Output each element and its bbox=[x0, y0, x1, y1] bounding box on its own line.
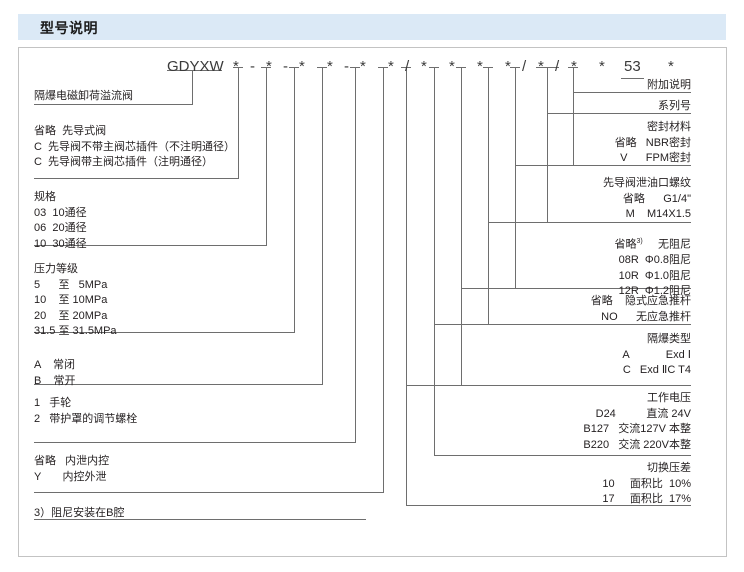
adjustment-type-line-1: 2 带护罩的调节螺栓 bbox=[34, 412, 138, 425]
code-token-15: * bbox=[538, 58, 544, 75]
footnote-marker: 3) bbox=[636, 238, 643, 245]
working-voltage-line-3: B220 交流 220V本整 bbox=[583, 438, 691, 451]
explosion-proof-type-line-2: C Exd ⅡC T4 bbox=[622, 364, 691, 376]
code-token-9: / bbox=[405, 58, 410, 75]
pilot-drain-port-thread-line-2: M M14X1.5 bbox=[625, 208, 691, 220]
seal-material-line-1: 省略 NBR密封 bbox=[614, 136, 691, 149]
specification-line-3: 10 30通径 bbox=[34, 237, 87, 250]
label-block-normal-state: A 常闭 B 常开 bbox=[34, 358, 76, 389]
damping-orifice-line-2: 10R Φ1.0阻尼 bbox=[618, 269, 691, 282]
product-name-line-0: 隔爆电磁卸荷溢流阀 bbox=[34, 90, 133, 102]
footnote: 3）阻尼安装在B腔 bbox=[34, 507, 125, 519]
code-token-17: * bbox=[571, 58, 577, 75]
code-token-11: * bbox=[449, 58, 455, 75]
drain-control-line-1: Y 内控外泄 bbox=[34, 470, 107, 483]
code-token-19: 53 bbox=[624, 58, 641, 75]
label-block-emergency-push-rod: 省略 隐式应急推杆 NO 无应急推杆 bbox=[400, 294, 691, 325]
label-block-seal-material: 密封材料省略 NBR密封 V FPM密封 bbox=[400, 120, 691, 167]
explosion-proof-type-line-0: 隔爆类型 bbox=[647, 333, 691, 345]
working-voltage-line-1: D24 直流 24V bbox=[595, 407, 691, 420]
code-token-3: - bbox=[283, 58, 288, 75]
damping-orifice-line-0: 省略3) 无阻尼 bbox=[614, 238, 691, 251]
code-token-6: - bbox=[344, 58, 349, 75]
code-token-14: / bbox=[522, 58, 527, 75]
damping-orifice-line-1: 08R Φ0.8阻尼 bbox=[618, 254, 691, 267]
pressure-rating-line-4: 31.5 至 31.5MPa bbox=[34, 325, 117, 337]
label-block-pressure-rating: 压力等级 5 至 5MPa 10 至 10MPa 20 至 20MPa 31.5 至 3… bbox=[34, 262, 117, 340]
additional-note-line-0: 附加说明 bbox=[647, 79, 691, 91]
label-block-specification: 规格 03 10通径 06 20通径 10 30通径 bbox=[34, 190, 87, 252]
normal-state-line-1: B 常开 bbox=[34, 374, 76, 387]
code-token-7: * bbox=[360, 58, 366, 75]
label-block-drain-control: 省略 内泄内控 Y 内控外泄 bbox=[34, 454, 109, 485]
pressure-rating-line-0: 压力等级 bbox=[34, 263, 78, 275]
drain-control-line-0: 省略 内泄内控 bbox=[34, 455, 110, 467]
switching-pressure-differential-line-2: 17 面积比 17% bbox=[602, 493, 691, 505]
label-block-adjustment-type: 1 手轮 2 带护罩的调节螺栓 bbox=[34, 396, 137, 427]
label-block-explosion-proof-type: 隔爆类型 A Exd Ⅰ C Exd ⅡC T4 bbox=[400, 332, 691, 379]
working-voltage-line-2: B127 交流127V 本整 bbox=[583, 423, 691, 435]
code-token-18: * bbox=[599, 58, 605, 75]
code-token-4: * bbox=[299, 58, 305, 75]
code-token-8: * bbox=[388, 58, 394, 75]
label-block-switching-pressure-differential: 切换压差 10 面积比 10% 17 面积比 17% bbox=[400, 461, 691, 508]
pilot-type-line-1: C 先导阀不带主阀芯插件（不注明通径） bbox=[34, 140, 236, 153]
code-token-5: * bbox=[327, 58, 333, 75]
page-title: 型号说明 bbox=[40, 20, 98, 36]
code-token-2: * bbox=[266, 58, 272, 75]
label-block-pilot-drain-port-thread: 先导阀泄油口螺纹省略 G1/4" M M14X1.5 bbox=[400, 176, 691, 223]
pressure-rating-line-1: 5 至 5MPa bbox=[34, 278, 108, 291]
code-token-12: * bbox=[477, 58, 483, 75]
label-block-working-voltage: 工作电压 D24 直流 24V B127 交流127V 本整 B220 交流 220V… bbox=[400, 391, 691, 453]
series-number-underline bbox=[621, 78, 644, 79]
code-token-10: * bbox=[421, 58, 427, 75]
pressure-rating-line-2: 10 至 10MPa bbox=[34, 294, 108, 306]
switching-pressure-differential-line-0: 切换压差 bbox=[647, 462, 691, 474]
switching-pressure-differential-line-1: 10 面积比 10% bbox=[602, 477, 691, 490]
pilot-type-line-0: 省略 先导式阀 bbox=[34, 125, 107, 137]
pressure-rating-line-3: 20 至 20MPa bbox=[34, 309, 108, 322]
specification-line-0: 规格 bbox=[34, 191, 56, 203]
pilot-drain-port-thread-line-1: 省略 G1/4" bbox=[622, 192, 691, 205]
label-block-product-name: 隔爆电磁卸荷溢流阀 bbox=[34, 89, 133, 105]
label-block-series-number: 系列号 bbox=[400, 99, 691, 115]
specification-line-2: 06 20通径 bbox=[34, 222, 87, 234]
emergency-push-rod-line-0: 省略 隐式应急推杆 bbox=[590, 295, 691, 307]
emergency-push-rod-line-1: NO 无应急推杆 bbox=[601, 310, 691, 323]
section-title-bar: 型号说明 bbox=[18, 14, 726, 40]
label-block-damping-orifice: 省略3) 无阻尼 08R Φ0.8阻尼 10R Φ1.0阻尼 12R Φ1.2阻尼 bbox=[400, 234, 691, 300]
code-token-13: * bbox=[505, 58, 511, 75]
seal-material-line-0: 密封材料 bbox=[647, 121, 691, 133]
model-prefix: GDYXW bbox=[167, 58, 224, 75]
adjustment-type-line-0: 1 手轮 bbox=[34, 397, 72, 409]
pilot-type-line-2: C 先导阀带主阀芯插件（注明通径） bbox=[34, 156, 214, 168]
seal-material-line-2: V FPM密封 bbox=[620, 152, 691, 164]
working-voltage-line-0: 工作电压 bbox=[647, 392, 691, 404]
normal-state-line-0: A 常闭 bbox=[34, 359, 75, 371]
explosion-proof-type-line-1: A Exd Ⅰ bbox=[622, 348, 691, 361]
specification-line-1: 03 10通径 bbox=[34, 206, 87, 219]
label-block-pilot-type: 省略 先导式阀 C 先导阀不带主阀芯插件（不注明通径） C 先导阀带主阀芯插件（注明… bbox=[34, 124, 235, 171]
code-token-0: * bbox=[233, 58, 239, 75]
damping-orifice-line-3: 12R Φ1.2阻尼 bbox=[618, 285, 691, 298]
code-token-20: * bbox=[668, 58, 674, 75]
code-token-16: / bbox=[555, 58, 560, 75]
pilot-drain-port-thread-line-0: 先导阀泄油口螺纹 bbox=[603, 177, 691, 189]
series-number-line-0: 系列号 bbox=[658, 100, 691, 112]
label-block-additional-note: 附加说明 bbox=[400, 78, 691, 94]
code-token-1: - bbox=[250, 58, 255, 75]
